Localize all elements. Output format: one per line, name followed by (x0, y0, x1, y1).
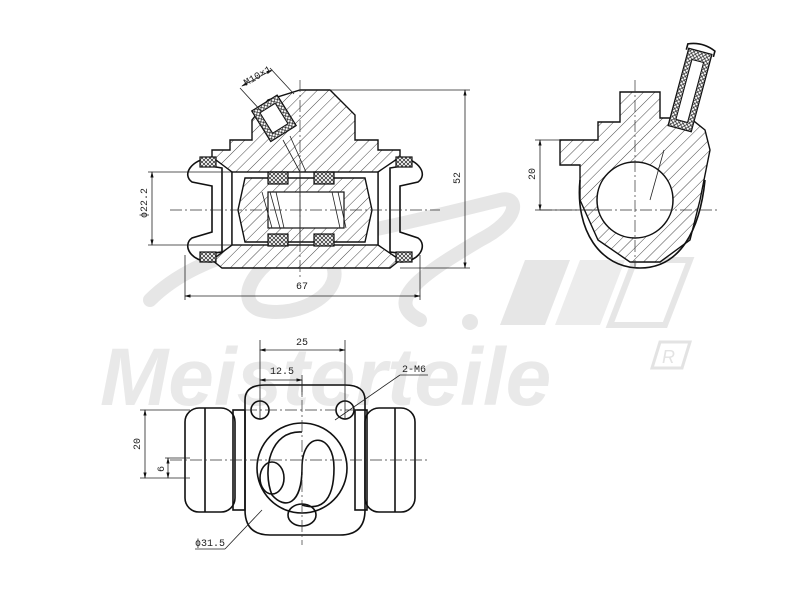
svg-text:M10×1: M10×1 (243, 65, 274, 90)
dimension-height-20: 20 (133, 409, 190, 479)
svg-text:ϕ31.5: ϕ31.5 (195, 538, 225, 550)
svg-text:25: 25 (296, 338, 308, 349)
side-section-view: 20 (528, 42, 720, 269)
svg-text:6: 6 (157, 466, 168, 472)
svg-text:20: 20 (528, 168, 539, 180)
svg-text:2-M6: 2-M6 (402, 365, 426, 376)
callout-bolt-2-m6: 2-M6 (334, 365, 428, 421)
svg-text:ϕ22.2: ϕ22.2 (139, 188, 151, 218)
dimension-bore-diameter: ϕ22.2 (139, 171, 232, 246)
dimension-inlet-offset-6: 6 (157, 457, 190, 479)
svg-text:R: R (662, 347, 675, 367)
callout-flange-diameter: ϕ31.5 (195, 509, 263, 550)
top-view: 25 12.5 2-M6 20 6 ϕ31.5 (133, 338, 430, 550)
registered-mark: R (649, 340, 693, 370)
watermark: Meisterteile R (100, 192, 695, 423)
svg-text:67: 67 (296, 282, 308, 293)
dimension-height-52: 52 (330, 89, 470, 269)
svg-text:52: 52 (453, 172, 464, 184)
svg-text:20: 20 (133, 438, 144, 450)
dimension-half-spacing-12-5: 12.5 (259, 367, 303, 395)
watermark-brand-text: Meisterteile (100, 332, 551, 423)
dimension-offset-20: 20 (528, 139, 600, 211)
svg-text:12.5: 12.5 (270, 367, 294, 378)
dimension-length-67: 67 (184, 255, 421, 300)
